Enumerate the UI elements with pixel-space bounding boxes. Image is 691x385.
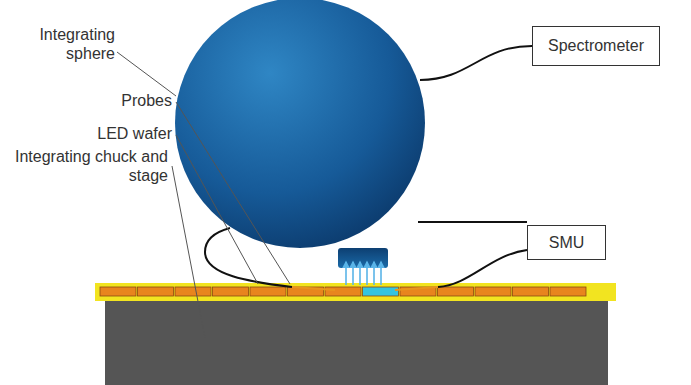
led-chip <box>100 287 136 296</box>
light-arrow <box>373 262 375 285</box>
wafer-carrier <box>95 283 616 301</box>
part-label: Integrating sphere <box>15 25 115 63</box>
leader-line <box>176 135 258 284</box>
light-arrow <box>345 262 347 285</box>
box-label: SMU <box>549 234 585 252</box>
led-chip <box>325 287 361 296</box>
led-chip <box>175 287 211 296</box>
led-chip <box>475 287 511 296</box>
fiber-cable <box>420 46 532 80</box>
probe <box>292 287 335 290</box>
led-chip <box>513 287 549 296</box>
led-under-test <box>363 287 399 296</box>
chuck-stage <box>105 300 608 385</box>
part-label: Integrating chuck and stage <box>8 147 168 185</box>
leader-line <box>176 102 290 284</box>
light-arrow <box>352 262 354 285</box>
smu-cable <box>418 221 527 223</box>
light-arrow <box>366 262 368 285</box>
probe-cable <box>438 250 527 287</box>
integrating-sphere <box>175 0 425 248</box>
led-chip <box>250 287 286 296</box>
leader-line <box>172 166 205 338</box>
probe <box>395 287 438 290</box>
light-arrows <box>346 262 381 285</box>
light-arrow <box>359 262 361 285</box>
part-label: Probes <box>52 91 172 110</box>
instrument-box: Spectrometer <box>532 26 660 66</box>
instrument-box: SMU <box>527 225 606 260</box>
led-chips <box>100 287 586 296</box>
box-label: Spectrometer <box>548 37 644 55</box>
leader-line <box>117 52 176 96</box>
part-label: LED wafer <box>32 124 172 143</box>
led-chip <box>138 287 174 296</box>
led-chip <box>438 287 474 296</box>
light-arrow <box>380 262 382 285</box>
led-chip <box>550 287 586 296</box>
led-chip <box>213 287 249 296</box>
